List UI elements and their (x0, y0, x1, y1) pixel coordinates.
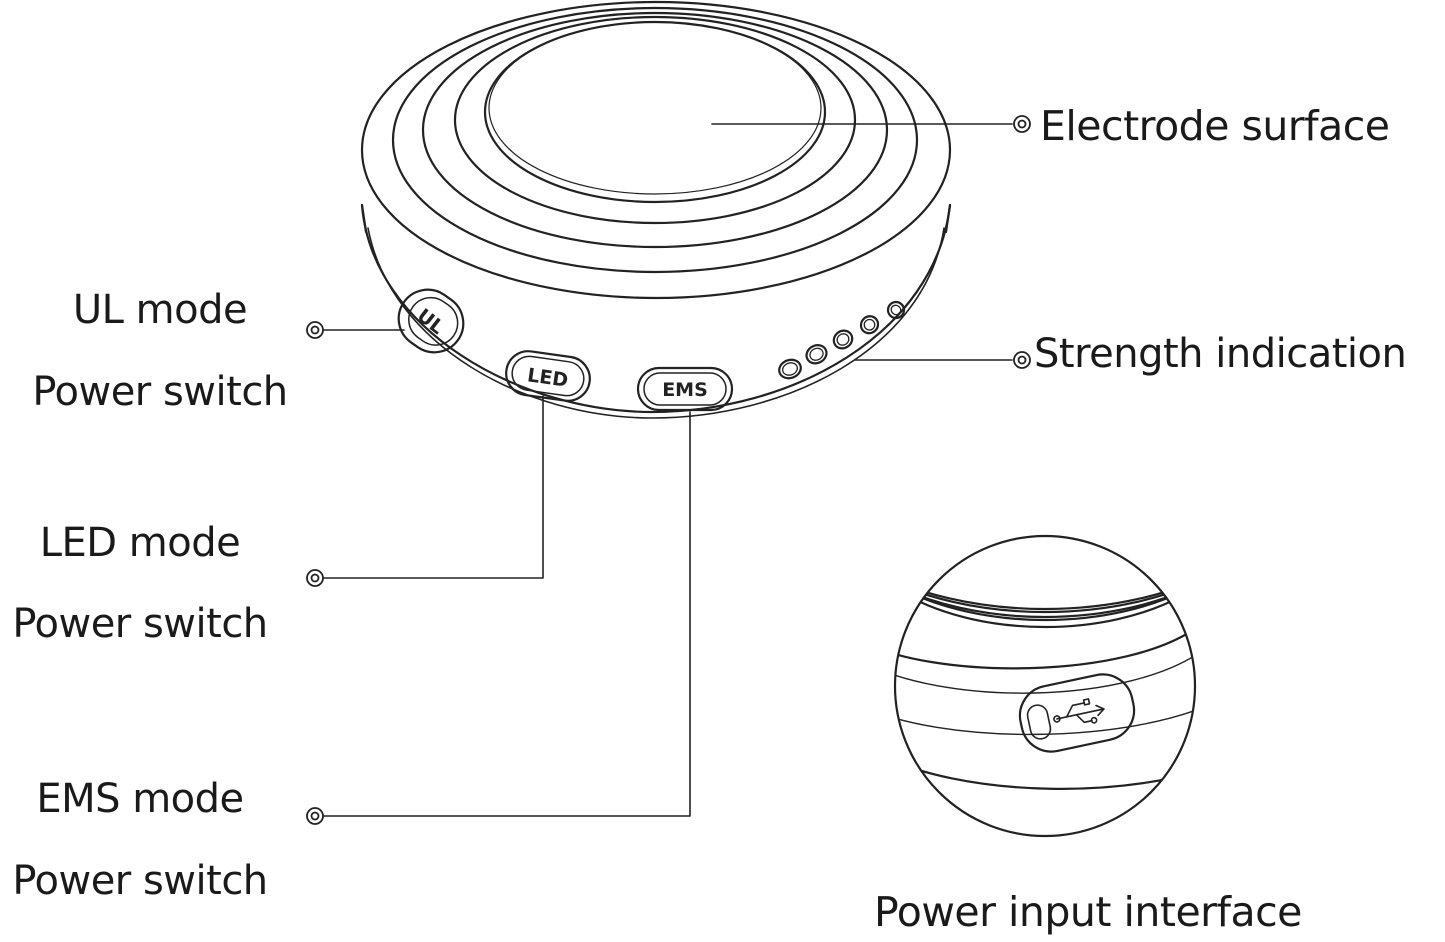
strength-led-inner (863, 318, 876, 331)
ems-button-label: EMS (662, 379, 708, 401)
leader-lines (323, 123, 1013, 817)
strength-led-inner (890, 304, 902, 316)
ul-button-label: UL (413, 305, 448, 339)
strength-indicator-leds (778, 300, 906, 380)
ul-mode-label: UL mode (72, 287, 248, 333)
electrode-surface (391, 6, 919, 274)
usb-port[interactable] (1014, 669, 1139, 757)
strength-indication-label: Strength indication (1034, 331, 1407, 377)
ems-power-switch-label: Power switch (12, 858, 268, 904)
power-input-interface-label: Power input interface (874, 888, 1302, 936)
strength-led (805, 344, 828, 365)
strength-led (832, 329, 854, 350)
device-body (360, 0, 952, 419)
usb-icon (1053, 698, 1105, 724)
strength-led (859, 315, 880, 335)
ems-mode-label: EMS mode (36, 776, 244, 822)
strength-led-inner (782, 362, 798, 376)
ul-button[interactable] (387, 278, 474, 363)
strength-led-inner (809, 347, 824, 361)
ems-button[interactable] (636, 366, 734, 412)
strength-led-inner (836, 333, 850, 346)
led-mode-label: LED mode (39, 520, 241, 566)
led-button-label: LED (526, 364, 570, 391)
power-input-zoom (893, 534, 1197, 838)
led-button[interactable] (503, 348, 592, 403)
strength-led (886, 300, 906, 320)
strength-led (778, 358, 802, 380)
electrode-surface-label: Electrode surface (1040, 102, 1390, 150)
ul-power-switch-label: Power switch (32, 369, 288, 415)
callout-markers (306, 115, 1031, 825)
led-power-switch-label: Power switch (12, 601, 268, 647)
